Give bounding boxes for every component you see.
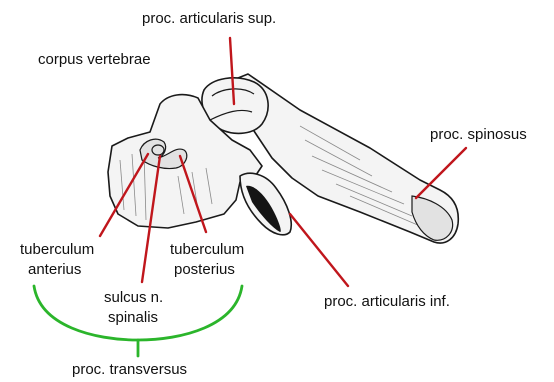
label-tuberculum-posterius-2: posterius: [174, 261, 235, 278]
label-corpus-vertebrae: corpus vertebrae: [38, 51, 151, 68]
label-proc-articularis-inf: proc. articularis inf.: [324, 293, 450, 310]
label-sulcus-1: sulcus n.: [104, 289, 163, 306]
label-tuberculum-anterius-2: anterius: [28, 261, 81, 278]
label-proc-transversus: proc. transversus: [72, 361, 187, 378]
leader-articularis-inf: [290, 214, 348, 286]
label-proc-articularis-sup: proc. articularis sup.: [142, 10, 276, 27]
label-tuberculum-anterius-1: tuberculum: [20, 241, 94, 258]
label-proc-spinosus: proc. spinosus: [430, 126, 527, 143]
label-sulcus-2: spinalis: [108, 309, 158, 326]
label-tuberculum-posterius-1: tuberculum: [170, 241, 244, 258]
